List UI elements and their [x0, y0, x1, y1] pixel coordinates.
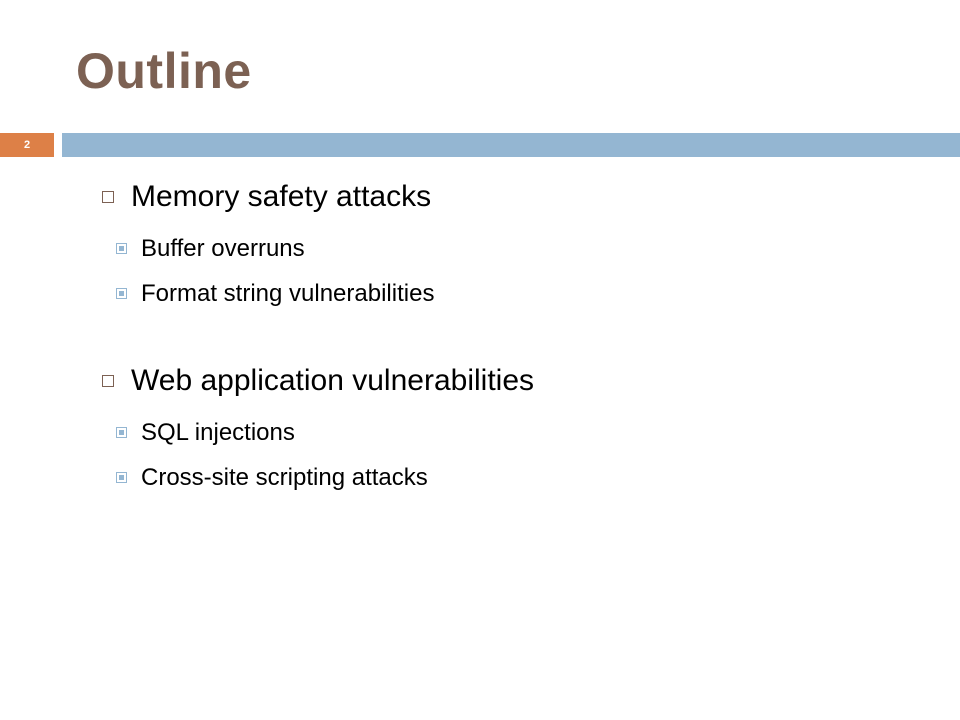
sub-bullet-text: Buffer overruns	[141, 234, 305, 262]
sub-bullet-item: Buffer overruns	[102, 226, 922, 271]
hollow-square-bullet-icon	[102, 191, 114, 203]
title-divider-bar	[62, 133, 960, 157]
bullet-item: Memory safety attacks	[102, 174, 922, 220]
sub-bullet-item: Format string vulnerabilities	[102, 271, 922, 316]
sub-bullet-item: Cross-site scripting attacks	[102, 455, 922, 500]
bullet-group: Memory safety attacks Buffer overruns Fo…	[102, 174, 922, 316]
sub-bullet-text: SQL injections	[141, 418, 295, 446]
slide-title: Outline	[76, 43, 252, 99]
filled-square-bullet-icon	[116, 288, 127, 299]
sub-bullet-text: Format string vulnerabilities	[141, 279, 435, 307]
sub-bullet-item: SQL injections	[102, 410, 922, 455]
sub-bullet-list: Buffer overruns Format string vulnerabil…	[102, 226, 922, 316]
page-number-badge: 2	[0, 133, 54, 157]
bullet-list: Memory safety attacks Buffer overruns Fo…	[102, 174, 922, 542]
bullet-item: Web application vulnerabilities	[102, 358, 922, 404]
bullet-text: Memory safety attacks	[131, 180, 432, 213]
sub-bullet-text: Cross-site scripting attacks	[141, 463, 428, 491]
sub-bullet-list: SQL injections Cross-site scripting atta…	[102, 410, 922, 500]
bullet-text: Web application vulnerabilities	[131, 364, 535, 397]
filled-square-bullet-icon	[116, 427, 127, 438]
filled-square-bullet-icon	[116, 472, 127, 483]
hollow-square-bullet-icon	[102, 375, 114, 387]
bullet-group: Web application vulnerabilities SQL inje…	[102, 358, 922, 500]
filled-square-bullet-icon	[116, 243, 127, 254]
